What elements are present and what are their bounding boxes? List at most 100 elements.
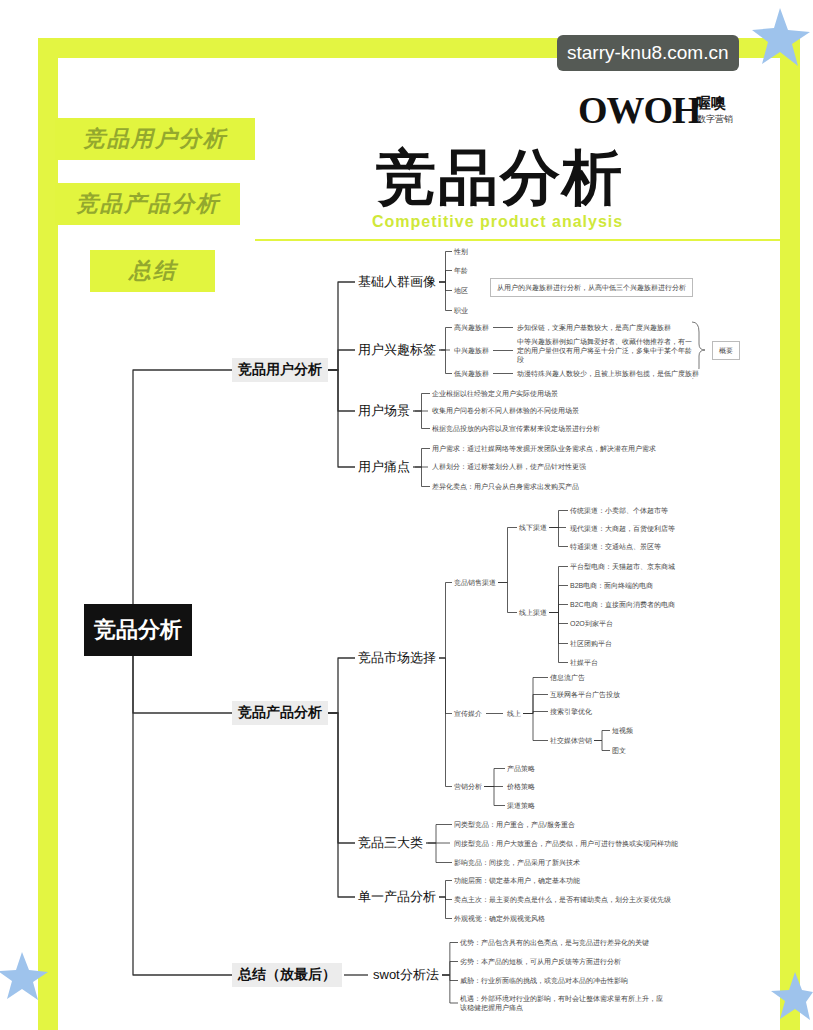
- section-tab: 竞品产品分析: [55, 183, 240, 225]
- tree-connector: [439, 881, 452, 898]
- title-rule: [255, 239, 780, 241]
- leaf-text: 线上渠道: [517, 608, 549, 617]
- node-text: 互联网各平台广告投放: [550, 690, 620, 699]
- node-text: 外观视觉：确定外观视觉风格: [454, 914, 545, 923]
- topic-label: 竞品三大类: [355, 833, 426, 853]
- tree-connector: [442, 975, 458, 1003]
- note-box: 从用户的兴趣族群进行分析，从高中低三个兴趣族群进行分析: [490, 278, 693, 297]
- tree-connector: [439, 252, 452, 283]
- tree-connector: [498, 528, 517, 583]
- node-text: 高兴趣族群: [454, 323, 489, 332]
- node-text: O2O到家平台: [570, 619, 613, 628]
- node-text: 间接型竞品：用户大致重合，产品类似，用户可进行替换或实现同样功能: [454, 839, 678, 848]
- node-text: 从用户的兴趣族群进行分析，从高中低三个兴趣族群进行分析: [497, 283, 686, 292]
- leaf-text: 短视频: [610, 726, 635, 735]
- branch-label: 竞品产品分析: [232, 701, 328, 725]
- leaf-text: 间接型竞品：用户大致重合，产品类似，用户可进行替换或实现同样功能: [452, 839, 680, 848]
- root-node: 竞品分析: [84, 604, 192, 656]
- leaf-text: 渠道策略: [505, 801, 537, 810]
- note-box: 概要: [712, 341, 740, 360]
- section-tab: 竞品用户分析: [55, 118, 255, 160]
- logo-cn: 喔噢: [696, 94, 726, 113]
- leaf-text: 差异化卖点：用户只会从自身需求出发购买产品: [430, 482, 581, 491]
- leaf-text: 根据竞品投放的内容以及宣传素材来设定场景进行分析: [430, 424, 602, 433]
- tree-connector: [549, 605, 568, 613]
- node-text: 特通渠道：交通站点、景区等: [570, 542, 661, 551]
- node-text: 职业: [454, 306, 468, 315]
- tree-connector: [439, 658, 452, 787]
- node-text: 总结: [90, 250, 215, 292]
- leaf-text: 高兴趣族群: [452, 323, 491, 332]
- node-text: 低兴趣族群: [454, 369, 489, 378]
- tree-connector: [328, 370, 355, 411]
- node-text: 渠道策略: [507, 801, 535, 810]
- node-text: 产品策略: [507, 764, 535, 773]
- topic-label: 用户痛点: [355, 457, 413, 477]
- node-text: 中兴趣族群: [454, 346, 489, 355]
- tree-connector: [133, 370, 232, 604]
- leaf-text: B2B电商：面向终端的电商: [568, 581, 655, 590]
- node-text: 卖点主次：最主要的卖点是什么，是否有辅助卖点，划分主次要优先级: [454, 895, 671, 904]
- tree-connector: [498, 583, 517, 613]
- tree-connector: [493, 373, 513, 374]
- node-text: 影响竞品：间接竞，产品采用了新兴技术: [454, 858, 580, 867]
- tree-connector: [493, 327, 513, 328]
- node-text: 宣传媒介: [454, 709, 482, 718]
- node-text: 基础人群画像: [358, 273, 436, 291]
- star-deco: [752, 8, 810, 66]
- node-text: 功能层面：锁定基本用户，确定基本功能: [454, 876, 580, 885]
- branch-label: 总结（放最后）: [232, 963, 342, 987]
- node-text: 线上: [507, 709, 521, 718]
- watermark-badge: starry-knu8.com.cn: [557, 35, 739, 71]
- node-text: 差异化卖点：用户只会从自身需求出发购买产品: [432, 482, 579, 491]
- leaf-text: 同类型竞品：用户重合，产品/服务重合: [452, 820, 577, 829]
- tree-connector: [413, 394, 430, 412]
- leaf-text: 特通渠道：交通站点、景区等: [568, 542, 663, 551]
- node-text: 企业根据以往经验定义用户实际使用场景: [432, 389, 558, 398]
- leaf-text: 威胁：行业所面临的挑战，或竞品对本品的冲击性影响: [458, 976, 630, 985]
- tree-connector: [328, 713, 355, 843]
- leaf-text: 产品策略: [505, 764, 537, 773]
- node-text: 图文: [612, 746, 626, 755]
- tree-connector: [413, 449, 430, 468]
- leaf-text: 价格策略: [505, 782, 537, 791]
- section-tab: 总结: [90, 250, 215, 292]
- tree-connector: [344, 974, 368, 975]
- node-text: 线上渠道: [519, 608, 547, 617]
- leaf-text: 线下渠道: [517, 523, 549, 532]
- node-text: 威胁：行业所面临的挑战，或竞品对本品的冲击性影响: [460, 976, 628, 985]
- tree-connector: [439, 583, 452, 659]
- tree-connector: [549, 586, 568, 613]
- leaf-text: 低兴趣族群: [452, 369, 491, 378]
- leaf-text: 搜索引擎优化: [548, 707, 594, 716]
- topic-label: swot分析法: [370, 965, 442, 985]
- leaf-text: 宣传媒介: [452, 709, 484, 718]
- node-text: 用户需求：通过社媒网络等发掘开发团队业务需求点，解决潜在用户需求: [432, 444, 656, 453]
- leaf-text: 社媒平台: [568, 658, 600, 667]
- topic-label: 基础人群画像: [355, 272, 439, 292]
- tree-connector: [523, 695, 548, 714]
- leaf-text: 影响竞品：间接竞，产品采用了新兴技术: [452, 858, 582, 867]
- page-title: 竞品分析: [300, 138, 700, 219]
- leaf-text: 人群划分：通过标签划分人群，使产品针对性更强: [430, 462, 588, 471]
- node-text: 竞品用户分析: [238, 361, 322, 379]
- tree-connector: [442, 962, 458, 976]
- node-text: B2B电商：面向终端的电商: [570, 581, 653, 590]
- node-text: 竞品分析: [94, 615, 182, 645]
- leaf-text: O2O到家平台: [568, 619, 615, 628]
- leaf-text: 传统渠道：小卖部、个体超市等: [568, 506, 670, 515]
- leaf-text: 优势：产品包含具有的出色亮点，是与竞品进行差异化的关键: [458, 938, 651, 947]
- tree-connector: [328, 370, 355, 467]
- tree-connector: [328, 713, 355, 897]
- leaf-text: 劣势：本产品的短板，可从用户反馈等方面进行分析: [458, 957, 623, 966]
- node-text: 平台型电商：天猫超市、京东商城: [570, 562, 675, 571]
- node-text: 优势：产品包含具有的出色亮点，是与竞品进行差异化的关键: [460, 938, 649, 947]
- tree-connector: [549, 613, 568, 663]
- leaf-text: 中等兴趣族群例如广场舞爱好者、收藏什物推荐者，有一定的用户量但仅有用户将至十分广…: [515, 337, 697, 364]
- node-text: 竞品产品分析: [238, 704, 322, 722]
- node-text: 中等兴趣族群例如广场舞爱好者、收藏什物推荐者，有一定的用户量但仅有用户将至十分广…: [517, 337, 695, 364]
- topic-label: 竞品市场选择: [355, 648, 439, 668]
- tree-connector: [442, 943, 458, 976]
- star-deco: [0, 952, 48, 1000]
